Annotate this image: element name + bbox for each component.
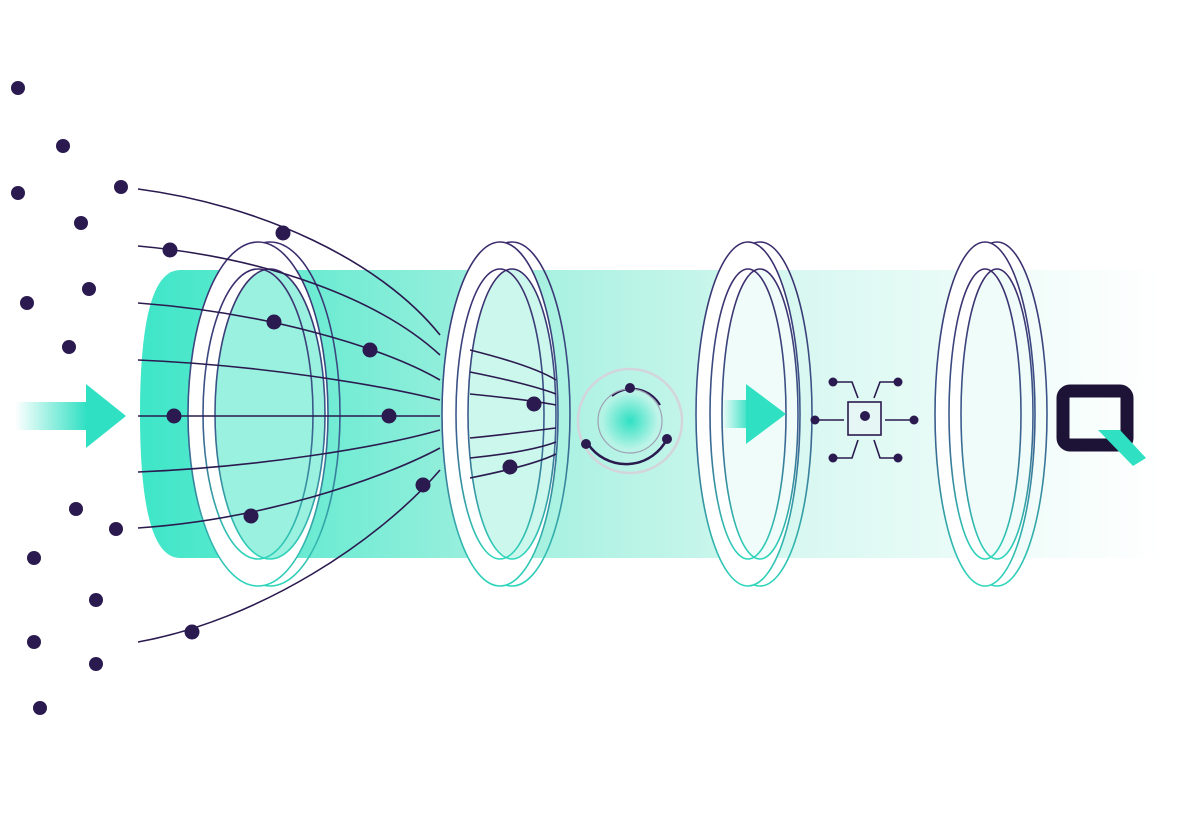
particle (20, 296, 34, 310)
flow-line (137, 188, 441, 336)
flow-line (469, 371, 557, 395)
particle (184, 624, 200, 640)
particle (62, 340, 76, 354)
particle (89, 657, 103, 671)
flow-line (137, 429, 441, 473)
flow-lines (137, 188, 557, 643)
scattered-particles (11, 81, 128, 715)
flow-line (137, 302, 441, 381)
particle (381, 408, 397, 424)
flow-line (469, 427, 557, 439)
flow-line (137, 245, 441, 356)
q-logo-icon (1056, 384, 1146, 466)
particle (109, 522, 123, 536)
particle (11, 81, 25, 95)
particle (11, 186, 25, 200)
particle (275, 225, 291, 241)
particle (27, 635, 41, 649)
particle (56, 139, 70, 153)
flow-line (469, 393, 557, 406)
particle (74, 216, 88, 230)
arrow-right-icon (722, 384, 786, 444)
particle (243, 508, 259, 524)
particle (69, 502, 83, 516)
particle (114, 180, 128, 194)
particle (362, 342, 378, 358)
particle (166, 408, 182, 424)
arrow-right-icon (15, 384, 126, 448)
flow-line (137, 447, 441, 529)
particle (27, 551, 41, 565)
flow-line (469, 349, 557, 381)
particle (266, 314, 282, 330)
particle (526, 396, 542, 412)
particle (82, 282, 96, 296)
ring-1 (187, 241, 341, 587)
particle (33, 701, 47, 715)
chip-icon (810, 377, 919, 463)
rings (187, 241, 1048, 587)
ring-4 (934, 241, 1048, 587)
flow-line (469, 441, 557, 459)
ring-2 (441, 241, 571, 587)
particle (415, 477, 431, 493)
atom-icon (576, 367, 684, 475)
flow-line (137, 359, 441, 401)
particle (502, 459, 518, 475)
flow-line (469, 453, 557, 479)
particle (162, 242, 178, 258)
particle (89, 593, 103, 607)
